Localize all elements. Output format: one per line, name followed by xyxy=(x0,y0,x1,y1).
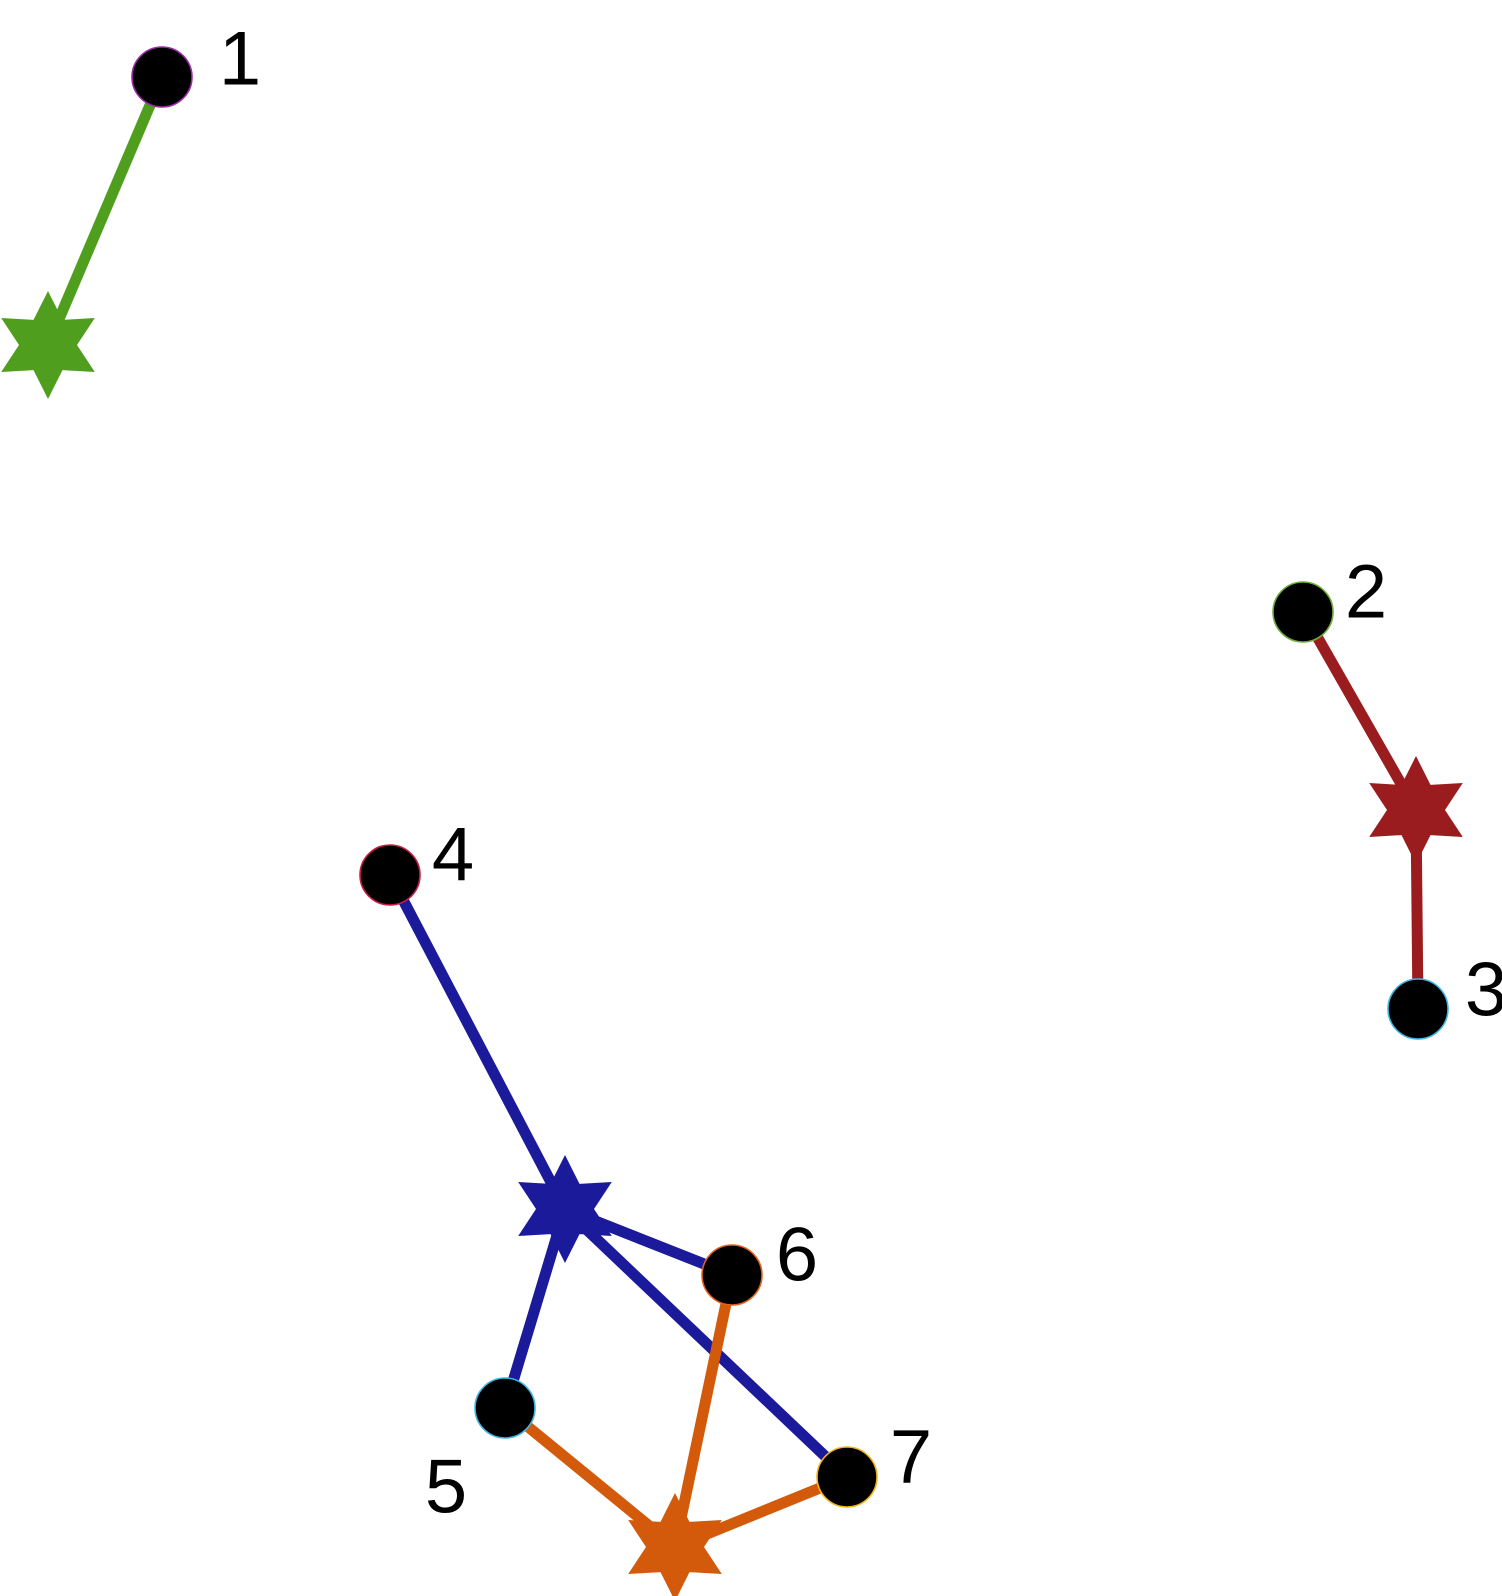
node-4 xyxy=(359,844,421,906)
green-hub-star xyxy=(1,291,95,399)
node-2 xyxy=(1272,581,1334,643)
node-1 xyxy=(131,46,193,108)
edges-layer xyxy=(42,74,1424,1553)
edge-blue-hub-to-node-4 xyxy=(385,872,570,1212)
node-5 xyxy=(474,1377,536,1439)
node-label-5: 5 xyxy=(425,1445,467,1530)
node-label-1: 1 xyxy=(219,17,261,102)
orange-hub-star xyxy=(628,1493,722,1596)
node-7 xyxy=(816,1446,878,1508)
edge-green-hub-to-node-1 xyxy=(42,74,168,348)
hubs-layer xyxy=(1,291,1463,1596)
node-6 xyxy=(701,1244,763,1306)
node-label-7: 7 xyxy=(890,1415,932,1500)
node-3 xyxy=(1387,978,1449,1040)
node-label-6: 6 xyxy=(776,1213,818,1298)
red-hub-star xyxy=(1369,756,1463,864)
node-label-2: 2 xyxy=(1345,550,1387,635)
edge-orange-hub-to-node-6 xyxy=(669,1273,738,1549)
blue-hub-star xyxy=(518,1155,612,1263)
node-label-4: 4 xyxy=(432,813,474,898)
node-label-3: 3 xyxy=(1465,948,1502,1033)
edge-red-hub-to-node-2 xyxy=(1298,609,1421,813)
labels-layer: 1 2 3 4 5 6 7 xyxy=(219,17,1502,1530)
nodes-layer xyxy=(131,46,1449,1508)
edge-blue-hub-to-node-7 xyxy=(561,1205,851,1481)
